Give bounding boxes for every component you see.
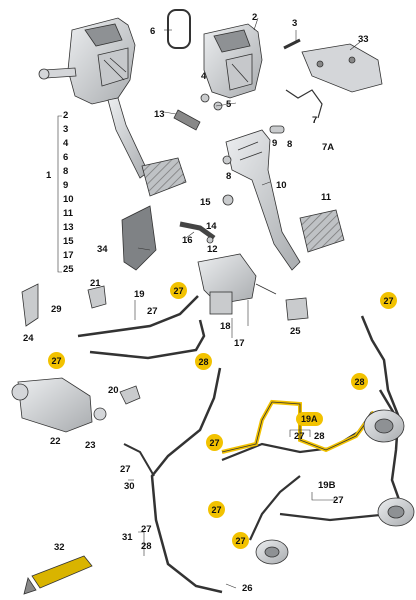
part-list-1: 2 3 4 6 8 9 10 11 13 15 17 25 xyxy=(63,111,87,281)
callout-10: 10 xyxy=(276,180,287,191)
highlight-callout-27-line-a: 27 xyxy=(206,434,223,451)
pedal-bracket-right xyxy=(203,23,263,99)
release-bearings xyxy=(255,409,415,565)
highlight-callout-27-master: 27 xyxy=(170,282,187,299)
callout-29: 29 xyxy=(51,304,62,315)
pedal-bracket-left xyxy=(67,17,149,179)
callout-25: 25 xyxy=(290,326,301,337)
callout-19: 19 xyxy=(134,289,145,300)
callout-15: 15 xyxy=(200,197,211,208)
callout-30-27: 27 xyxy=(120,464,131,475)
part-list-item: 17 xyxy=(63,250,74,261)
callout-32: 32 xyxy=(54,542,65,553)
part-list-item: 4 xyxy=(63,138,69,149)
callout-34: 34 xyxy=(97,244,108,255)
callout-8-lower: 8 xyxy=(226,171,232,182)
part-list-item: 8 xyxy=(63,166,69,177)
mounting-plate xyxy=(301,43,383,93)
callout-9: 9 xyxy=(272,138,278,149)
hose-19a-outline xyxy=(221,401,375,453)
callout-19a-28: 28 xyxy=(314,431,325,442)
callout-20: 20 xyxy=(108,385,119,396)
callout-19a-27: 27 xyxy=(294,431,305,442)
callout-30: 30 xyxy=(124,481,135,492)
part-list-item: 10 xyxy=(63,194,74,205)
callout-24: 24 xyxy=(23,333,34,344)
highlight-callout-27-right-upper: 27 xyxy=(380,292,397,309)
part-list-item: 3 xyxy=(63,124,69,135)
callout-33: 33 xyxy=(358,34,369,45)
fasteners xyxy=(167,9,323,244)
slave-cylinder xyxy=(11,377,107,433)
part-list-item: 6 xyxy=(63,152,69,163)
callout-3: 3 xyxy=(292,18,298,29)
bracket-34 xyxy=(121,205,157,271)
brackets-small xyxy=(21,283,309,405)
callout-31-28: 28 xyxy=(141,541,152,552)
callout-17: 17 xyxy=(234,338,245,349)
hose-19a xyxy=(221,399,376,454)
pedal-pad-brake xyxy=(299,209,345,253)
highlight-callout-28-right: 28 xyxy=(351,373,368,390)
pedal-pad-clutch xyxy=(141,157,187,197)
callout-14: 14 xyxy=(206,221,217,232)
leader-lines xyxy=(57,17,361,589)
master-cylinder xyxy=(197,253,277,315)
grease-tube xyxy=(23,555,93,595)
callout-7a: 7A xyxy=(322,142,335,153)
callout-6: 6 xyxy=(150,26,156,37)
part-list-item: 11 xyxy=(63,208,74,219)
callout-2: 2 xyxy=(252,12,258,23)
callout-31-27: 27 xyxy=(141,524,152,535)
callout-1: 1 xyxy=(46,170,52,181)
callout-13: 13 xyxy=(154,109,165,120)
brake-pedal-lever xyxy=(225,129,301,271)
pedal-pivot-shaft xyxy=(38,67,77,80)
part-list-item: 9 xyxy=(63,180,69,191)
callout-5: 5 xyxy=(226,99,232,110)
callout-19b-27: 27 xyxy=(333,495,344,506)
callout-21: 21 xyxy=(90,278,101,289)
callout-7: 7 xyxy=(312,115,318,126)
callout-16: 16 xyxy=(182,235,193,246)
part-list-item: 13 xyxy=(63,222,74,233)
highlight-callout-19a: 19A xyxy=(296,412,323,426)
callout-4: 4 xyxy=(201,71,207,82)
highlight-callout-27-lower: 27 xyxy=(232,532,249,549)
callout-12: 12 xyxy=(207,244,218,255)
callout-23: 23 xyxy=(85,440,96,451)
part-list-item: 2 xyxy=(63,110,69,121)
callout-22: 22 xyxy=(50,436,61,447)
highlight-callout-28-mid: 28 xyxy=(195,353,212,370)
callout-18: 18 xyxy=(220,321,231,332)
part-list-item: 15 xyxy=(63,236,74,247)
highlight-callout-27-left: 27 xyxy=(48,352,65,369)
callout-26: 26 xyxy=(242,583,253,594)
callout-19-27: 27 xyxy=(147,306,158,317)
part-list-item: 25 xyxy=(63,264,74,275)
callout-8-upper: 8 xyxy=(287,139,293,150)
callout-19b: 19B xyxy=(318,480,336,491)
callout-11: 11 xyxy=(321,192,332,203)
highlight-callout-27-line-b: 27 xyxy=(208,501,225,518)
callout-31: 31 xyxy=(122,532,133,543)
